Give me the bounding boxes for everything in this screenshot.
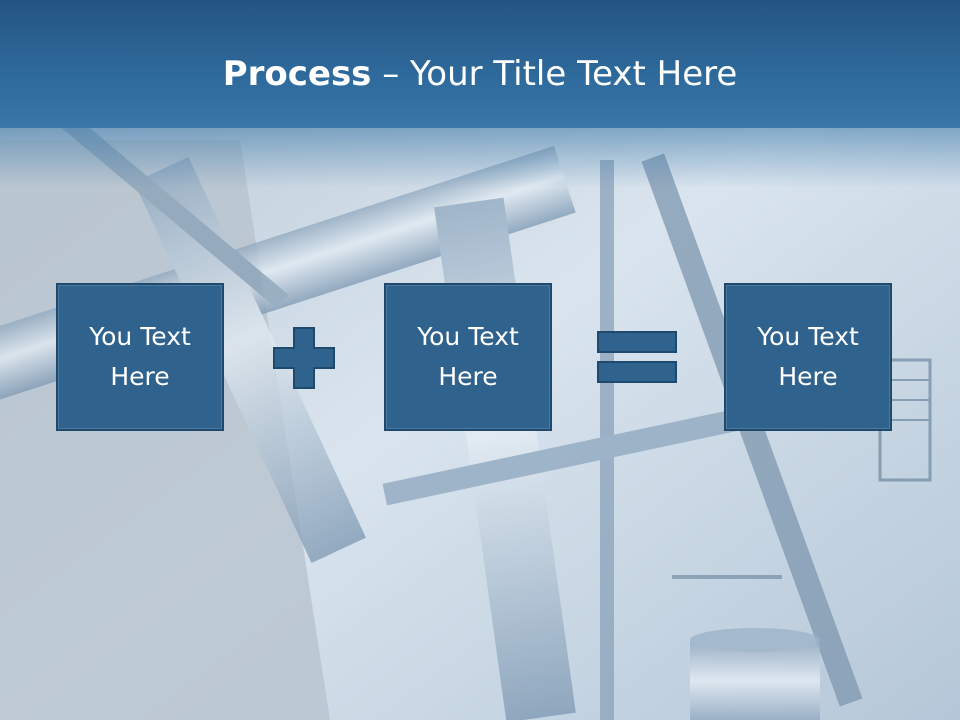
process-box-2-label: You Text Here <box>417 322 519 391</box>
process-box-3-label: You Text Here <box>757 322 859 391</box>
slide-title[interactable]: Process – Your Title Text Here <box>0 52 960 96</box>
process-box-3[interactable]: You Text Here <box>724 283 892 431</box>
title-rest-text: – Your Title Text Here <box>371 54 738 94</box>
title-bar-fade <box>0 128 960 188</box>
plus-icon <box>273 327 335 389</box>
equals-icon <box>597 331 677 383</box>
process-box-1-label: You Text Here <box>89 322 191 391</box>
title-bar <box>0 0 960 128</box>
process-box-2[interactable]: You Text Here <box>384 283 552 431</box>
title-bold-text: Process <box>222 54 372 94</box>
process-box-1[interactable]: You Text Here <box>56 283 224 431</box>
